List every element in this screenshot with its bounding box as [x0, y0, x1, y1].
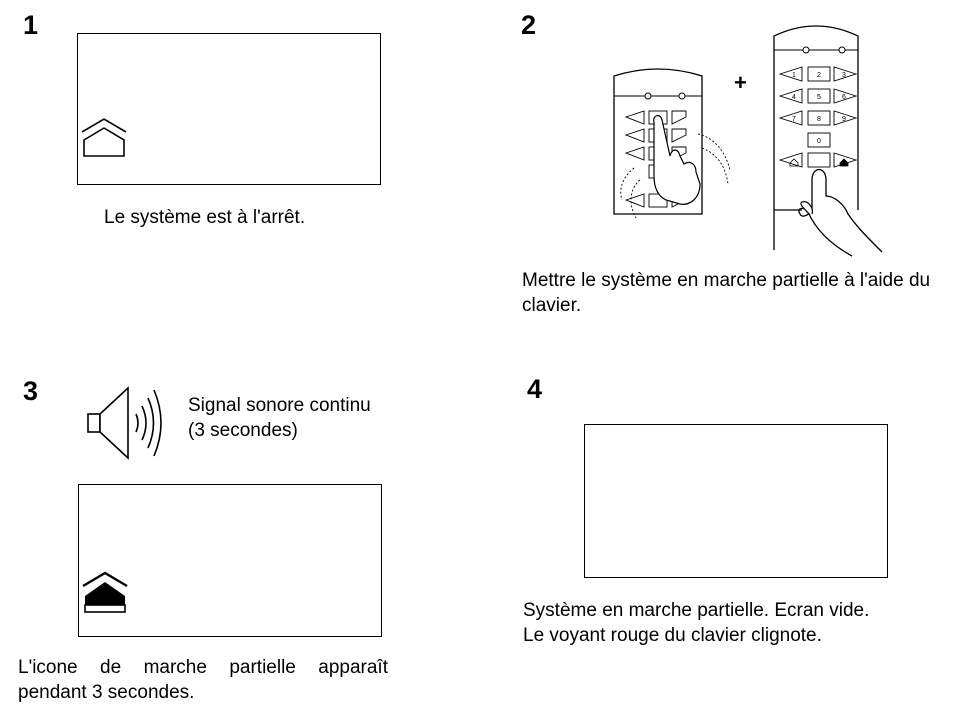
step-4-caption: Système en marche partielle. Ecran vide.…	[523, 598, 869, 648]
keypad-key-1: 1	[792, 72, 796, 79]
keypad-key-7: 7	[792, 116, 796, 123]
step-3-caption: L'icone de marche partielle apparaît pen…	[18, 655, 388, 705]
step-3-caption-line-2: pendant 3 secondes.	[18, 682, 195, 703]
step-2-caption: Mettre le système en marche partielle à …	[522, 270, 931, 316]
sound-signal-line-1: Signal sonore continu	[188, 395, 371, 416]
keypad-key-8: 8	[817, 116, 821, 123]
step-3-number: 3	[23, 376, 39, 406]
step-4-caption-line-2: Le voyant rouge du clavier clignote.	[523, 625, 822, 646]
partial-arm-icon	[82, 571, 128, 613]
house-outline-icon	[81, 118, 127, 157]
keypad-key-5: 5	[817, 94, 821, 101]
keypad-key-2: 2	[817, 72, 821, 79]
step-1-caption: Le système est à l'arrêt.	[104, 207, 306, 228]
keypad-finger-press-icon: 1 2 3 4 5 6 7 8 9 0	[773, 25, 883, 257]
step-4-number: 4	[527, 374, 543, 404]
keypad-key-3: 3	[842, 72, 846, 79]
plus-sign: +	[734, 70, 747, 95]
step-1-number: 1	[23, 10, 39, 40]
speaker-icon	[87, 386, 162, 460]
step-3-display-screen	[78, 484, 382, 637]
step-2-number: 2	[521, 10, 537, 40]
step-4-display-screen	[584, 424, 888, 578]
sound-signal-line-2: (3 secondes)	[188, 420, 298, 441]
keypad-key-6: 6	[842, 94, 846, 101]
step-4-caption-line-1: Système en marche partielle. Ecran vide.	[523, 600, 870, 621]
keypad-key-4: 4	[792, 94, 796, 101]
step-1-display-screen	[77, 33, 381, 185]
step-3-caption-line-1: L'icone de marche partielle apparaît	[18, 657, 388, 678]
sound-signal-label: Signal sonore continu (3 secondes)	[188, 393, 371, 443]
keypad-key-0: 0	[817, 138, 821, 145]
keypad-two-fingers-icon	[613, 68, 731, 219]
keypad-key-9: 9	[842, 116, 846, 123]
